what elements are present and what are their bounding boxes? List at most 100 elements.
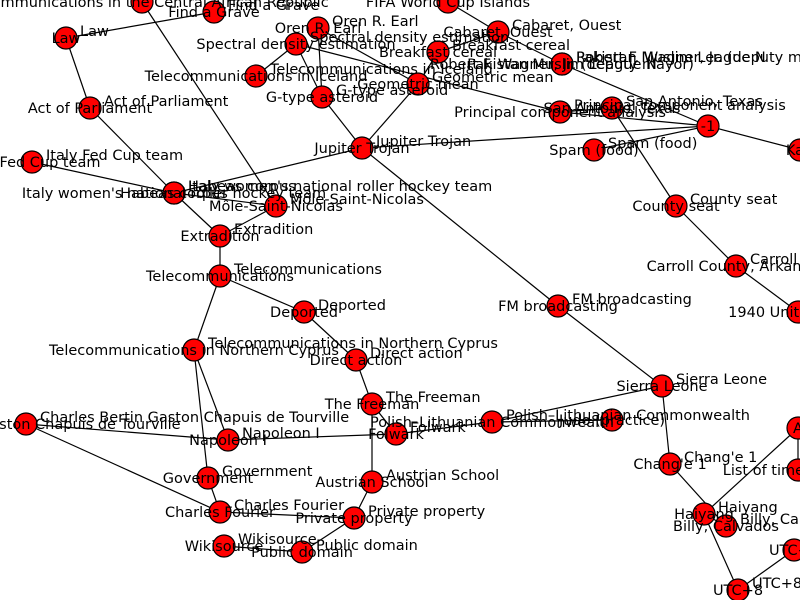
node-san-antonio[interactable]: [600, 96, 624, 120]
node-us-1940[interactable]: [786, 300, 800, 324]
node-direct-action[interactable]: [344, 348, 368, 372]
node-label-napoleon: Napoleon I: [189, 433, 267, 449]
node-label-alt-austrian-school: Austrian School: [386, 468, 499, 484]
node-changle[interactable]: [658, 452, 682, 476]
node-label-alt-pakistan-muslim-league: Pakistan Muslim League N: [576, 50, 766, 66]
node-utc9[interactable]: [782, 538, 800, 562]
node-billy-calvados[interactable]: [714, 514, 738, 538]
node-label-judo: Judo (practice): [558, 413, 665, 429]
node-label-alt-fm-broadcasting: FM broadcasting: [572, 292, 692, 308]
node-private-property[interactable]: [342, 506, 366, 530]
node-spectral-density[interactable]: [284, 32, 308, 56]
node-label-principal-component: Principal component analysis: [454, 105, 666, 121]
node-wikisource[interactable]: [212, 534, 236, 558]
node-county-seat[interactable]: [664, 194, 688, 218]
node-telecom-cyprus[interactable]: [182, 338, 206, 362]
node-label-charles-bertin: Charles Bertin Gaston Chapuis de Tourvil…: [0, 417, 181, 433]
node-label-fm-broadcasting: FM broadcasting: [498, 299, 618, 315]
edge-polish-lithuanian-sierra-leone: [491, 385, 663, 423]
node-charles-bertin[interactable]: [14, 412, 38, 436]
edge-san-antonio-county-seat: [611, 107, 677, 207]
node-breakfast-cereal[interactable]: [426, 40, 450, 64]
node-extradition[interactable]: [208, 224, 232, 248]
edge-county-seat-carroll-county: [675, 205, 737, 267]
node-g-type-asteroid[interactable]: [310, 85, 334, 109]
node-label-alt-extradition: Extradition: [234, 222, 313, 238]
edge-fm-broadcasting-jupiter-trojan: [361, 147, 559, 307]
node-label-alt-spam-food: Spam (food): [608, 136, 697, 152]
node-neg-one[interactable]: [696, 114, 720, 138]
node-label-wikisource: Wikisource: [185, 539, 264, 555]
node-carroll-county[interactable]: [724, 254, 748, 278]
edge-act-parliament-habeas-corpus: [89, 107, 175, 194]
node-label-telecom-africa: Telecommunications in the Central Africa…: [0, 0, 329, 11]
node-label-alt-telecom-cyprus: Telecommunications in Northern Cyprus: [207, 336, 498, 352]
edge-folwark-polish-lithuanian: [395, 421, 493, 435]
node-label-alt-italy-roller-hockey: Italy women's national roller hockey tea…: [188, 179, 492, 195]
node-label-haiyang: Haiyang: [674, 507, 734, 523]
node-utc8[interactable]: [726, 578, 750, 600]
node-austrian-school[interactable]: [360, 470, 384, 494]
node-label-telecom-cyprus: Telecommunications in Northern Cyprus: [48, 343, 339, 359]
node-charles-fourier[interactable]: [208, 500, 232, 524]
node-label-alt-direct-action: Direct action: [370, 346, 463, 362]
node-polish-lithuanian[interactable]: [480, 410, 504, 434]
node-world-cup-islands[interactable]: [436, 0, 460, 14]
node-label-alt-charles-fourier: Charles Fourier: [234, 498, 344, 514]
edge-oren-earl-geometric-mean: [317, 27, 419, 85]
node-label-alt-robert-wagner: Robert F. Wagner, Jr. (deputy mayor): [576, 50, 800, 66]
node-karl[interactable]: [788, 138, 800, 162]
node-a-node[interactable]: [786, 416, 800, 440]
node-the-freeman[interactable]: [360, 392, 384, 416]
node-label-cabaret-ouest: Cabaret, Ouest: [443, 25, 553, 41]
node-label-alt-county-seat: County seat: [690, 192, 778, 208]
edge-telecom-cyprus-napoleon: [193, 349, 229, 441]
node-label-alt-utc8: UTC+8: [752, 576, 800, 592]
node-list-time-zones[interactable]: [786, 458, 800, 482]
node-telecommunications[interactable]: [208, 264, 232, 288]
node-principal-component[interactable]: [548, 100, 572, 124]
node-label-austrian-school: Austrian School: [315, 475, 428, 491]
edge-private-property-charles-fourier: [219, 511, 355, 519]
node-folwark[interactable]: [384, 422, 408, 446]
node-telecom-iceland[interactable]: [244, 64, 268, 88]
node-fm-broadcasting[interactable]: [546, 294, 570, 318]
node-label-utc9: UTC+9: [769, 543, 800, 559]
node-geometric-mean[interactable]: [406, 72, 430, 96]
edge-neg-one-spam-food: [593, 125, 709, 151]
edge-neg-one-karl: [707, 125, 800, 151]
node-telecom-africa[interactable]: [130, 0, 154, 14]
edge-public-domain-wikisource: [223, 545, 303, 553]
node-label-spam-food: Spam (food): [549, 143, 638, 159]
node-find-a-grave[interactable]: [202, 0, 226, 24]
node-haiyang[interactable]: [692, 502, 716, 526]
node-label-alt-polish-lithuanian: Polish–Lithuanian Commonwealth: [506, 408, 750, 424]
node-spam-food[interactable]: [582, 138, 606, 162]
node-label-carroll-county: Carroll County, Arkansas: [647, 259, 800, 275]
node-judo[interactable]: [600, 408, 624, 432]
node-sierra-leone[interactable]: [650, 374, 674, 398]
node-label-alt-oren-earl: Oren R. Earl: [332, 14, 419, 30]
node-label-sierra-leone: Sierra Leone: [616, 379, 707, 395]
edge-telecommunications-telecom-cyprus: [193, 275, 221, 351]
node-label-charles-fourier: Charles Fourier: [165, 505, 275, 521]
node-label-a-node: A: [793, 421, 800, 437]
node-law[interactable]: [54, 26, 78, 50]
edge-italy-roller-hockey-mole-saint-nicolas: [173, 192, 277, 207]
edge-charles-bertin-charles-fourier: [25, 423, 221, 513]
node-robert-wagner[interactable]: [550, 52, 574, 76]
node-act-parliament[interactable]: [78, 96, 102, 120]
node-italy-fed-cup[interactable]: [20, 150, 44, 174]
node-label-italy-roller-hockey: Italy women's national roller hockey tea…: [22, 186, 326, 202]
node-cabaret-ouest[interactable]: [486, 20, 510, 44]
node-government[interactable]: [196, 466, 220, 490]
node-public-domain[interactable]: [290, 540, 314, 564]
node-napoleon[interactable]: [216, 428, 240, 452]
node-label-alt-mole-saint-nicolas: Môle-Saint-Nicolas: [290, 192, 424, 208]
node-mole-saint-nicolas[interactable]: [264, 194, 288, 218]
node-deported[interactable]: [292, 300, 316, 324]
node-jupiter-trojan[interactable]: [350, 136, 374, 160]
node-habeas-corpus[interactable]: [162, 181, 186, 205]
node-label-private-property: Private property: [295, 511, 413, 527]
node-oren-earl[interactable]: [306, 16, 330, 40]
